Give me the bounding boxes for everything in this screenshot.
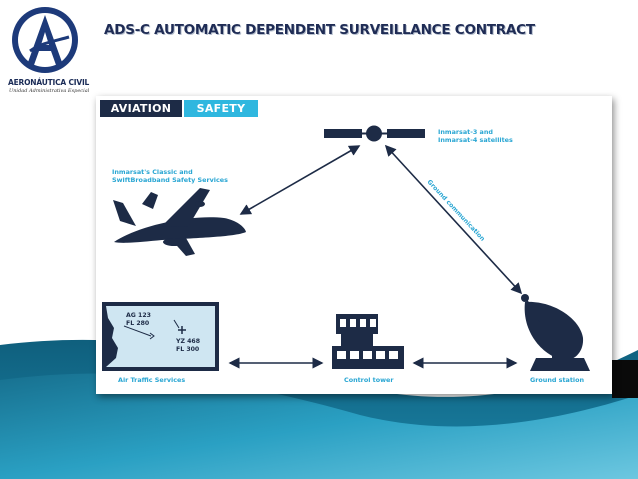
control-tower-label: Control tower <box>344 376 394 384</box>
satellite-icon <box>324 125 425 142</box>
flight2-callsign: YZ 468 <box>176 338 201 345</box>
aviation-badge: AVIATION <box>100 100 182 117</box>
diagram-card: AVIATION SAFETY <box>96 96 612 394</box>
satellite-label-line2: Inmarsat-4 satellites <box>438 136 513 144</box>
aircraft-label-line1: Inmarsat's Classic and <box>112 168 193 176</box>
air-traffic-screen-icon <box>102 302 219 371</box>
ground-station-icon <box>521 294 590 371</box>
aircraft-icon <box>113 188 246 256</box>
flight1-level: FL 280 <box>126 319 150 327</box>
ground-station-label: Ground station <box>530 376 585 384</box>
aircraft-satellite-link <box>239 145 361 215</box>
screen-flight1: AG 123 FL 280 <box>126 312 151 327</box>
air-traffic-services-label: Air Traffic Services <box>118 376 186 384</box>
slide-title: ADS-C AUTOMATIC DEPENDENT SURVEILLANCE C… <box>104 22 535 38</box>
control-tower-icon <box>332 314 404 369</box>
satellite-ground-link <box>384 144 523 295</box>
logo-org-subtitle: Unidad Administrativa Especial <box>9 88 90 94</box>
logo: AERONÁUTICA CIVIL Unidad Administrativa … <box>3 3 90 95</box>
aircraft-label-line2: SwiftBroadband Safety Services <box>112 176 228 184</box>
aircraft-label: Inmarsat's Classic and SwiftBroadband Sa… <box>112 168 228 184</box>
logo-org-name: AERONÁUTICA CIVIL <box>8 78 90 87</box>
aerocivil-emblem <box>12 7 78 73</box>
safety-badge: SAFETY <box>184 100 258 117</box>
ads-c-diagram: Ground communication <box>102 125 590 371</box>
flight2-level: FL 300 <box>176 345 200 353</box>
ground-communication-label: Ground communication <box>426 179 486 243</box>
flight1-callsign: AG 123 <box>126 312 151 319</box>
satellite-label: Inmarsat-3 and Inmarsat-4 satellites <box>438 128 513 144</box>
satellite-label-line1: Inmarsat-3 and <box>438 128 493 136</box>
screen-flight2: YZ 468 FL 300 <box>176 338 200 353</box>
